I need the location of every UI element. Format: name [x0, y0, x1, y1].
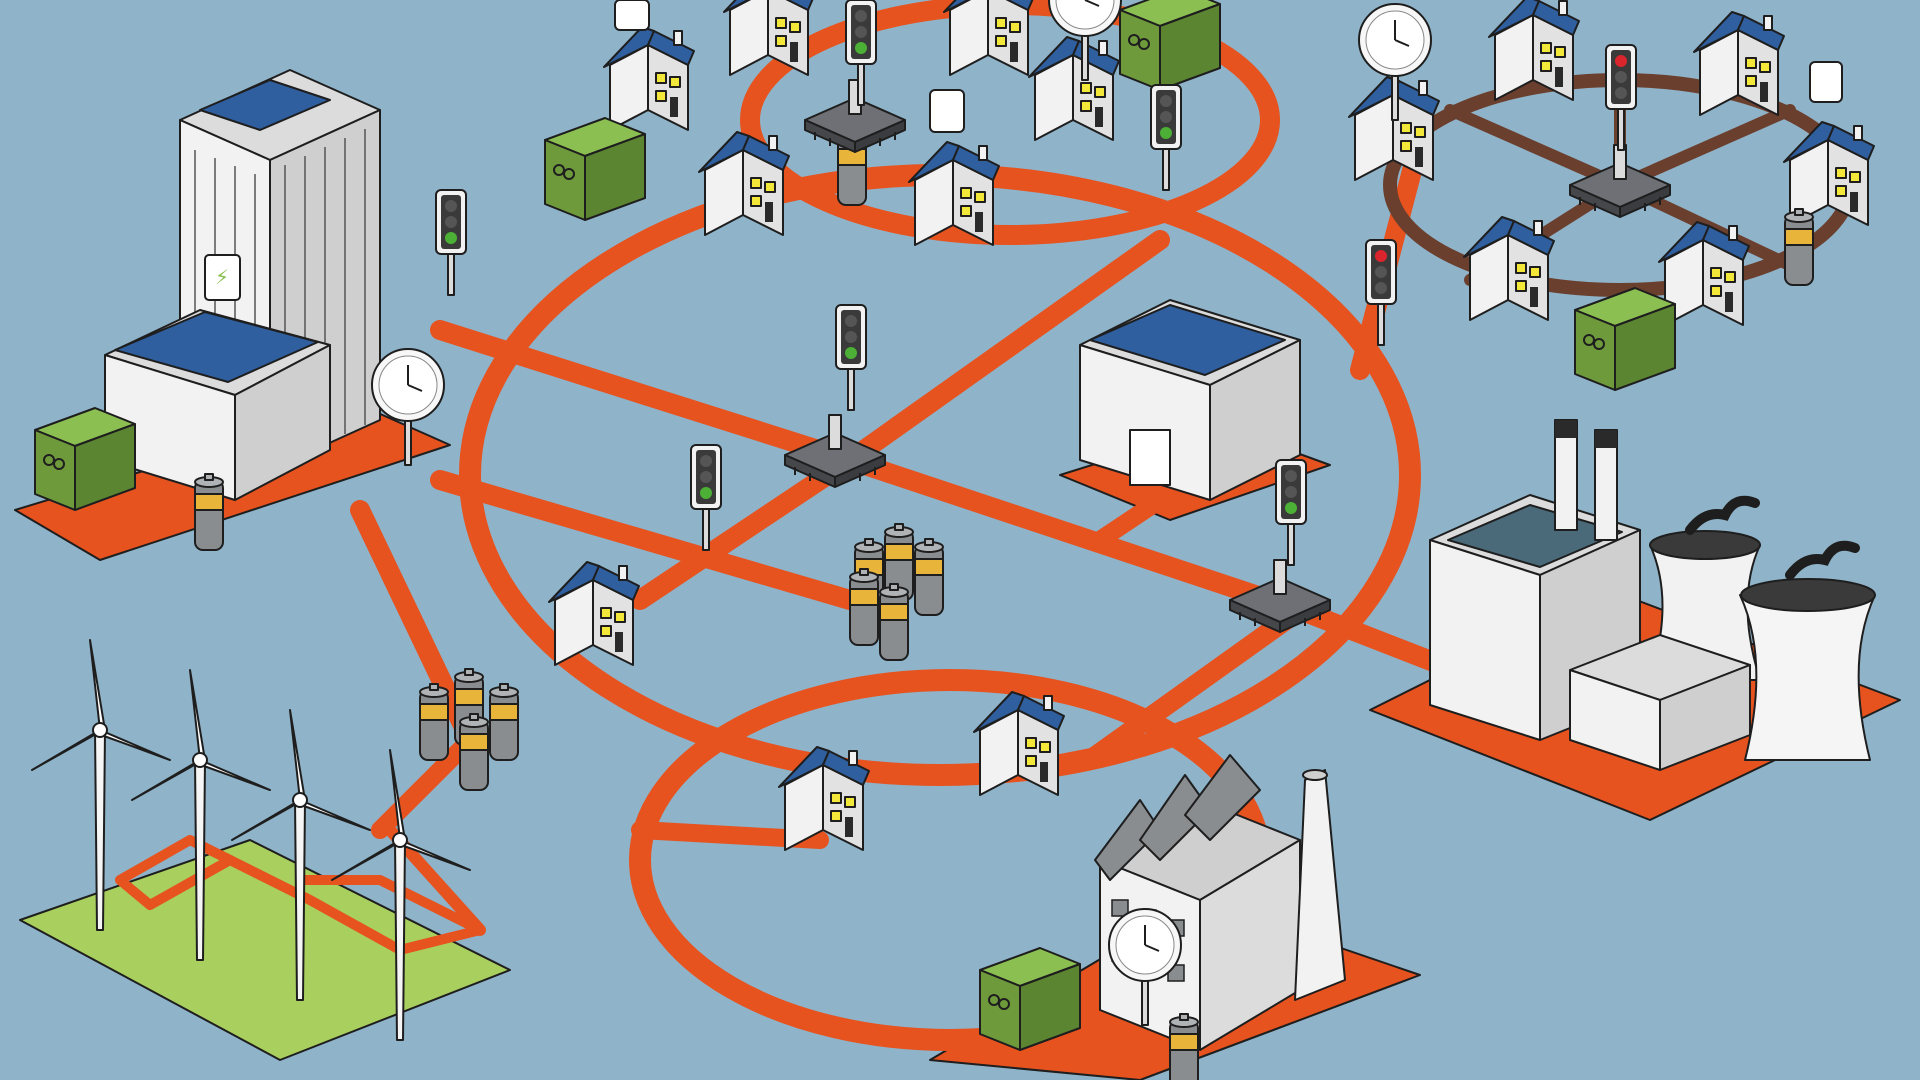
plug-meters — [614, 0, 1843, 133]
battery-icon — [459, 713, 489, 791]
battery-icon — [419, 683, 449, 761]
battery-icon — [879, 583, 909, 661]
battery-icon — [1169, 1013, 1199, 1080]
battery-icon — [194, 473, 224, 551]
cooling-tower-icon — [1739, 594, 1876, 761]
office-building-icon — [1079, 299, 1301, 501]
office-tower-icon: ⚡ — [104, 69, 381, 501]
battery-icon — [849, 568, 879, 646]
battery-icon — [489, 683, 519, 761]
svg-text:⚡: ⚡ — [215, 265, 229, 289]
battery-icon — [914, 538, 944, 616]
power-plant-icon — [1429, 419, 1876, 771]
battery-icon — [1784, 208, 1814, 286]
factory-icon — [1094, 754, 1346, 1051]
plug-meter-icon — [1809, 61, 1843, 103]
plug-meter-icon — [929, 89, 965, 133]
plug-meter-icon — [614, 0, 650, 31]
